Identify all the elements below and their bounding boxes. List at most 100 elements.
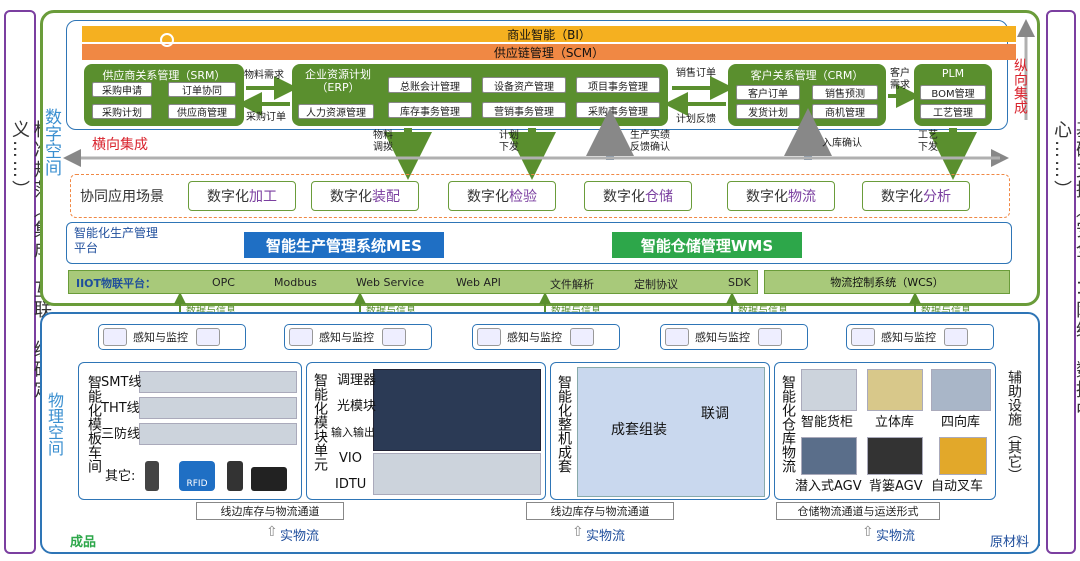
wcs-bar: 物流控制系统（WCS） [764, 270, 1010, 294]
data-info-label: 数据与信息 [551, 302, 601, 317]
sensor-icon [289, 328, 313, 346]
module-line-image [373, 453, 541, 495]
srm-item: 采购申请 [92, 82, 152, 97]
scenario-item: 数字化加工 [188, 181, 296, 211]
handheld-icon [227, 461, 243, 491]
flow-label: 计划反馈 [676, 114, 716, 125]
device-icon [382, 328, 406, 346]
up-arrow-icon: ⇧ [862, 524, 874, 540]
warehouse-image [939, 437, 987, 475]
erp-item: 项目事务管理 [576, 77, 660, 93]
horizontal-integration-label: 横向集成 [92, 137, 148, 153]
module-unit-item: IDTU [335, 477, 367, 492]
scenario-prefix: 数字化 [603, 189, 645, 205]
up-arrow-icon: ⇧ [266, 524, 278, 540]
flow-label: 工艺 下发 [918, 130, 938, 153]
logistics-box: 线边库存与物流通道 [196, 502, 344, 520]
physical-flow-label: 实物流 [876, 529, 916, 544]
scanner-icon [145, 461, 159, 491]
workshop-line-image [139, 371, 297, 393]
warehouse-item: 四向库 [941, 415, 981, 430]
warehouse-item: 自动叉车 [931, 479, 984, 494]
assembly-item: 联调 [701, 406, 729, 422]
infrastructure-panel: 基础支撑（安全、IT网络、数据中心……） [1046, 10, 1080, 554]
workshop-other: 其它: [105, 469, 136, 484]
plm-item: BOM管理 [920, 85, 986, 100]
scenario-item: 数字化装配 [311, 181, 419, 211]
sense-monitor-box: 感知与监控 [660, 324, 808, 350]
warehouse-image [801, 369, 857, 411]
platform-frame [66, 222, 1012, 264]
scenario-item: 数字化物流 [727, 181, 835, 211]
flow-label: 计划 下发 [499, 130, 519, 153]
scenario-name: 装配 [372, 189, 400, 205]
physical-flow-label: 实物流 [586, 529, 626, 544]
digital-space-label: 数字空间 [41, 108, 61, 176]
scenario-item: 数字化分析 [862, 181, 970, 211]
module-unit-item: VIO [339, 451, 362, 466]
warehouse-item: 背篓AGV [869, 479, 923, 494]
sense-monitor-box: 感知与监控 [98, 324, 246, 350]
scenario-name: 物流 [788, 189, 816, 205]
crm-title: 客户关系管理（CRM） [750, 69, 864, 82]
erp-item: 库存事务管理 [388, 102, 472, 118]
erp-item: 营销事务管理 [482, 102, 566, 118]
erp-item: 人力资源管理 [298, 104, 374, 119]
scenario-prefix: 数字化 [467, 189, 509, 205]
scenarios-frame [70, 174, 1010, 218]
flow-label: 物料需求 [244, 70, 284, 81]
srm-box: 供应商关系管理（SRM） 采购申请 订单协同 采购计划 供应商管理 [84, 64, 244, 126]
flow-label: 生产实绩 反馈确认 [630, 130, 670, 153]
vertical-integration-label: 纵向集成 [1012, 58, 1028, 114]
crm-item: 客户订单 [736, 85, 800, 100]
bi-bar: 商业智能（BI） [82, 26, 1016, 42]
iiot-protocol: OPC [212, 276, 235, 289]
device-icon [758, 328, 782, 346]
platform-label: 智能化生产管理平台 [74, 226, 159, 255]
workshop-line: THT线 [101, 401, 140, 416]
workshop-line: 三防线 [101, 427, 141, 442]
device-icon [944, 328, 968, 346]
wms-bar: 智能仓储管理WMS [612, 232, 802, 258]
srm-item: 订单协同 [168, 82, 236, 97]
module-unit-item: 输入输出 [331, 426, 375, 439]
sensor-icon [665, 328, 689, 346]
erp-item: 总账会计管理 [388, 77, 472, 93]
refresh-icon [160, 33, 174, 47]
flow-label: 入库确认 [822, 138, 862, 149]
warehouse-image [801, 437, 857, 475]
sense-label: 感知与监控 [507, 331, 562, 344]
warehouse-image [867, 369, 923, 411]
scenario-prefix: 数字化 [207, 189, 249, 205]
data-info-label: 数据与信息 [366, 302, 416, 317]
physical-flow-label: 实物流 [280, 529, 320, 544]
warehouse-item: 智能货柜 [801, 415, 854, 430]
assembly-title: 智能化整机成套 [556, 375, 572, 473]
scenario-prefix: 数字化 [881, 189, 923, 205]
module-unit-item: 光模块 [337, 399, 377, 414]
srm-item: 采购计划 [92, 104, 152, 119]
scenario-prefix: 数字化 [746, 189, 788, 205]
rfid-badge: RFID [179, 461, 215, 491]
erp-item: 设备资产管理 [482, 77, 566, 93]
module-unit-item: 调理器 [337, 373, 377, 388]
workshop-line: SMT线 [101, 375, 142, 390]
scenarios-label: 协同应用场景 [80, 189, 164, 205]
plm-title: PLM [941, 67, 965, 80]
data-info-label: 数据与信息 [738, 302, 788, 317]
workshop-panel: 智能化模板车间 SMT线 THT线 三防线 其它: RFID [78, 362, 302, 500]
plm-item: 工艺管理 [920, 104, 986, 119]
iiot-protocol: Web Service [356, 276, 425, 289]
warehouse-title: 智能化仓库物流 [780, 375, 796, 473]
warehouse-item: 潜入式AGV [795, 479, 862, 494]
data-info-label: 数据与信息 [921, 302, 971, 317]
enterprise-frame [66, 20, 1008, 130]
sensor-icon [103, 328, 127, 346]
flow-label: 销售订单 [676, 68, 716, 79]
sense-label: 感知与监控 [133, 331, 188, 344]
workshop-line-image [139, 397, 297, 419]
crm-item: 销售预测 [812, 85, 878, 100]
flow-label: 采购订单 [246, 112, 286, 123]
logistics-box: 仓储物流通道与运送形式 [776, 502, 940, 520]
sense-monitor-box: 感知与监控 [472, 324, 620, 350]
